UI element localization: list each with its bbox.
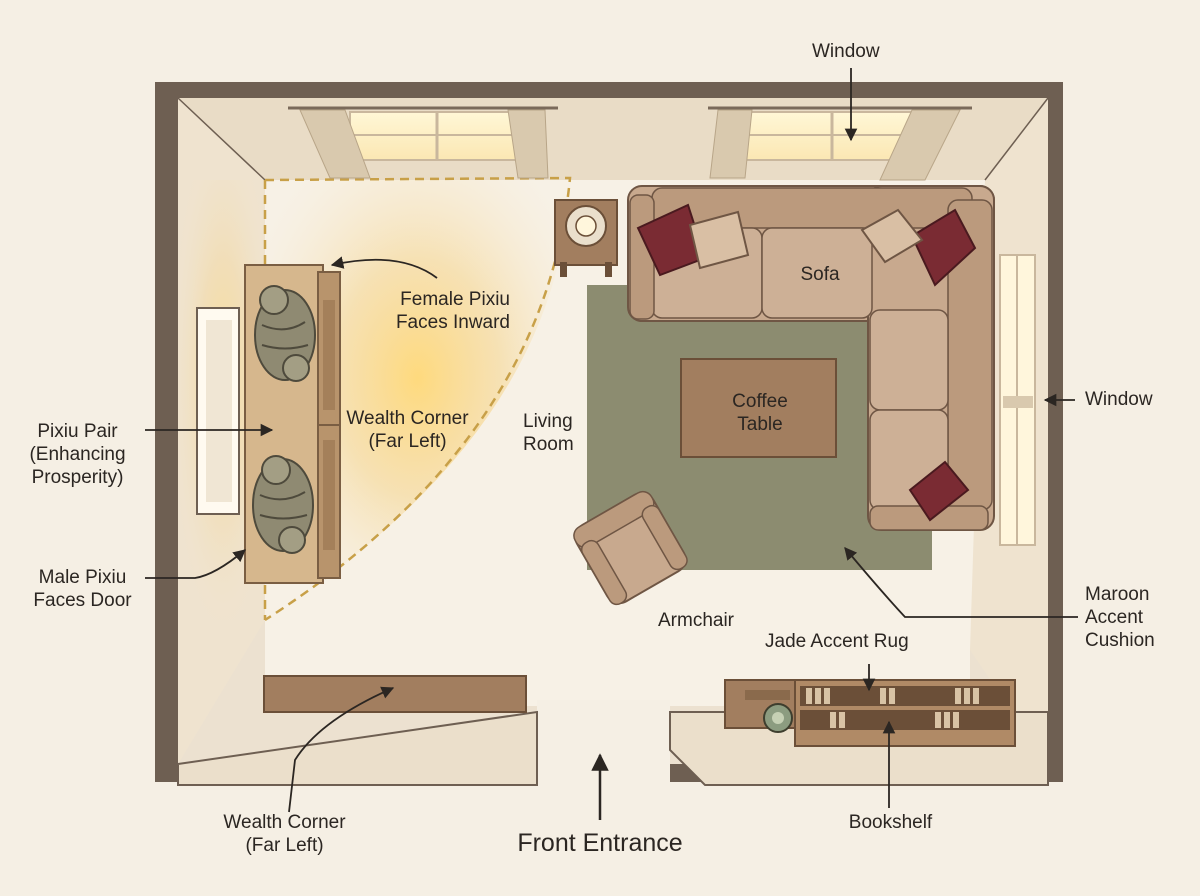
wealth-corner-bottom-line2: (Far Left) [245,835,324,856]
maroon-cushion-line1: Maroon [1085,584,1150,605]
coffee-table-label: Coffee Table [700,390,820,436]
wealth-corner-inner-label: Wealth Corner (Far Left) [335,407,480,453]
maroon-cushion-label: Maroon Accent Cushion [1085,583,1155,652]
living-room-label: Living Room [523,410,574,456]
pixiu-pair-label: Pixiu Pair (Enhancing Prosperity) [15,420,140,489]
female-pixiu-statue [254,285,316,382]
wealth-corner-bottom-line1: Wealth Corner [223,812,346,833]
armchair [573,490,688,606]
entry-bench [177,675,538,786]
female-pixiu-line1: Female Pixiu [400,289,510,310]
pixiu-pair-line1: Pixiu Pair [37,421,118,442]
front-entrance-label: Front Entrance [517,829,683,857]
male-pixiu-line1: Male Pixiu [38,567,127,588]
sectional-sofa [627,185,995,531]
wealth-corner-bottom-label: Wealth Corner (Far Left) [212,811,357,857]
wealth-corner-inner-line2: (Far Left) [368,431,447,452]
female-pixiu-label: Female Pixiu Faces Inward [380,288,510,334]
pixiu-pair-line3: Prosperity) [31,467,124,488]
coffee-table-line2: Table [737,414,783,435]
window-right-label: Window [1085,389,1153,410]
maroon-accent-cushion [636,203,977,522]
top-window-left [288,106,558,179]
living-room-line2: Room [523,434,574,455]
annotation-arrows [145,68,1078,820]
bookshelf [669,679,1049,786]
right-window [999,254,1036,546]
female-pixiu-line2: Faces Inward [395,312,510,333]
living-room-line1: Living [523,411,573,432]
jade-rug-label: Jade Accent Rug [765,631,909,652]
bookshelf-label: Bookshelf [848,812,933,833]
male-pixiu-statue [252,455,314,554]
maroon-cushion-line3: Cushion [1085,630,1155,651]
maroon-cushion-line2: Accent [1085,607,1144,628]
pixiu-pair-line2: (Enhancing [29,444,126,465]
pixiu-cabinet [244,264,341,584]
sofa-label: Sofa [800,264,840,285]
male-pixiu-label: Male Pixiu Faces Door [20,566,145,612]
coffee-table-line1: Coffee [732,391,788,412]
coffee-table [680,358,837,458]
window-top-label: Window [812,41,880,62]
armchair-label: Armchair [658,610,735,631]
wall-artwork [196,307,240,515]
wealth-corner-inner-line1: Wealth Corner [346,408,469,429]
side-table-lamp [554,199,618,277]
top-window-right [708,106,972,181]
male-pixiu-line2: Faces Door [33,590,132,611]
